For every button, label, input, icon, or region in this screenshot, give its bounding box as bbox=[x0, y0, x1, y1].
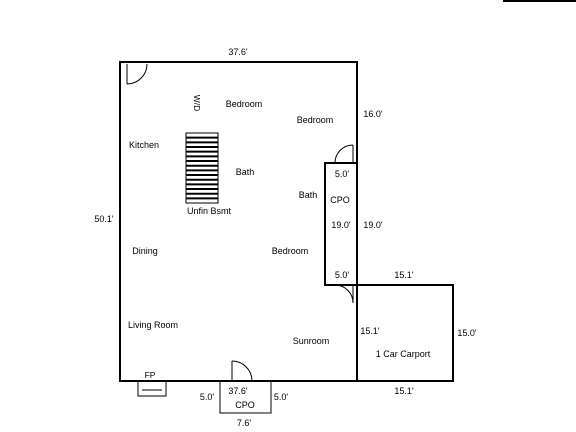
door-top-left bbox=[126, 63, 148, 85]
room-carport: 1 Car Carport bbox=[376, 349, 431, 359]
dim-right-upper: 16.0' bbox=[363, 109, 383, 119]
dim-top: 37.6' bbox=[228, 47, 248, 57]
room-kitchen: Kitchen bbox=[129, 140, 159, 150]
room-unfin-bsmt: Unfin Bsmt bbox=[187, 206, 232, 216]
dim-bottom-center: 37.6' bbox=[228, 386, 248, 396]
carport-outline bbox=[356, 284, 454, 382]
main-house-outline bbox=[119, 61, 358, 382]
room-cpo-side: CPO bbox=[330, 195, 350, 205]
room-bath-2: Bath bbox=[299, 190, 318, 200]
fireplace bbox=[137, 380, 167, 397]
room-bath-1: Bath bbox=[236, 167, 255, 177]
door-side-cpo-top bbox=[334, 144, 354, 164]
stairs bbox=[185, 132, 219, 204]
dim-carport-left: 15.1' bbox=[360, 326, 380, 336]
side-cpo-outline bbox=[324, 162, 358, 286]
room-sunroom: Sunroom bbox=[293, 336, 330, 346]
room-living-room: Living Room bbox=[128, 320, 178, 330]
dim-right-cpo: 19.0' bbox=[363, 220, 383, 230]
washer-dryer-label: W/D bbox=[192, 95, 202, 112]
room-bedroom-2: Bedroom bbox=[297, 115, 334, 125]
dim-bottom-cpo-width: 7.6' bbox=[237, 418, 252, 428]
dim-bottom-right: 5.0' bbox=[274, 392, 289, 402]
door-bottom bbox=[231, 360, 253, 382]
door-side-cpo-bottom bbox=[334, 284, 354, 304]
dim-cpo-side-bottom: 5.0' bbox=[335, 270, 350, 280]
room-dining: Dining bbox=[132, 246, 158, 256]
dim-bottom-left: 5.0' bbox=[200, 392, 215, 402]
dim-cpo-side-mid: 19.0' bbox=[331, 220, 351, 230]
dim-left: 50.1' bbox=[94, 214, 114, 224]
dim-carport-right: 15.0' bbox=[457, 328, 477, 338]
dim-carport-top: 15.1' bbox=[394, 270, 414, 280]
room-bedroom-1: Bedroom bbox=[226, 99, 263, 109]
fireplace-label: FP bbox=[145, 370, 156, 380]
dim-cpo-side-top: 5.0' bbox=[335, 169, 350, 179]
bottom-cpo-outline bbox=[219, 380, 272, 414]
room-cpo-bottom: CPO bbox=[235, 400, 255, 410]
dim-carport-bottom: 15.1' bbox=[394, 386, 414, 396]
room-bedroom-3: Bedroom bbox=[272, 246, 309, 256]
